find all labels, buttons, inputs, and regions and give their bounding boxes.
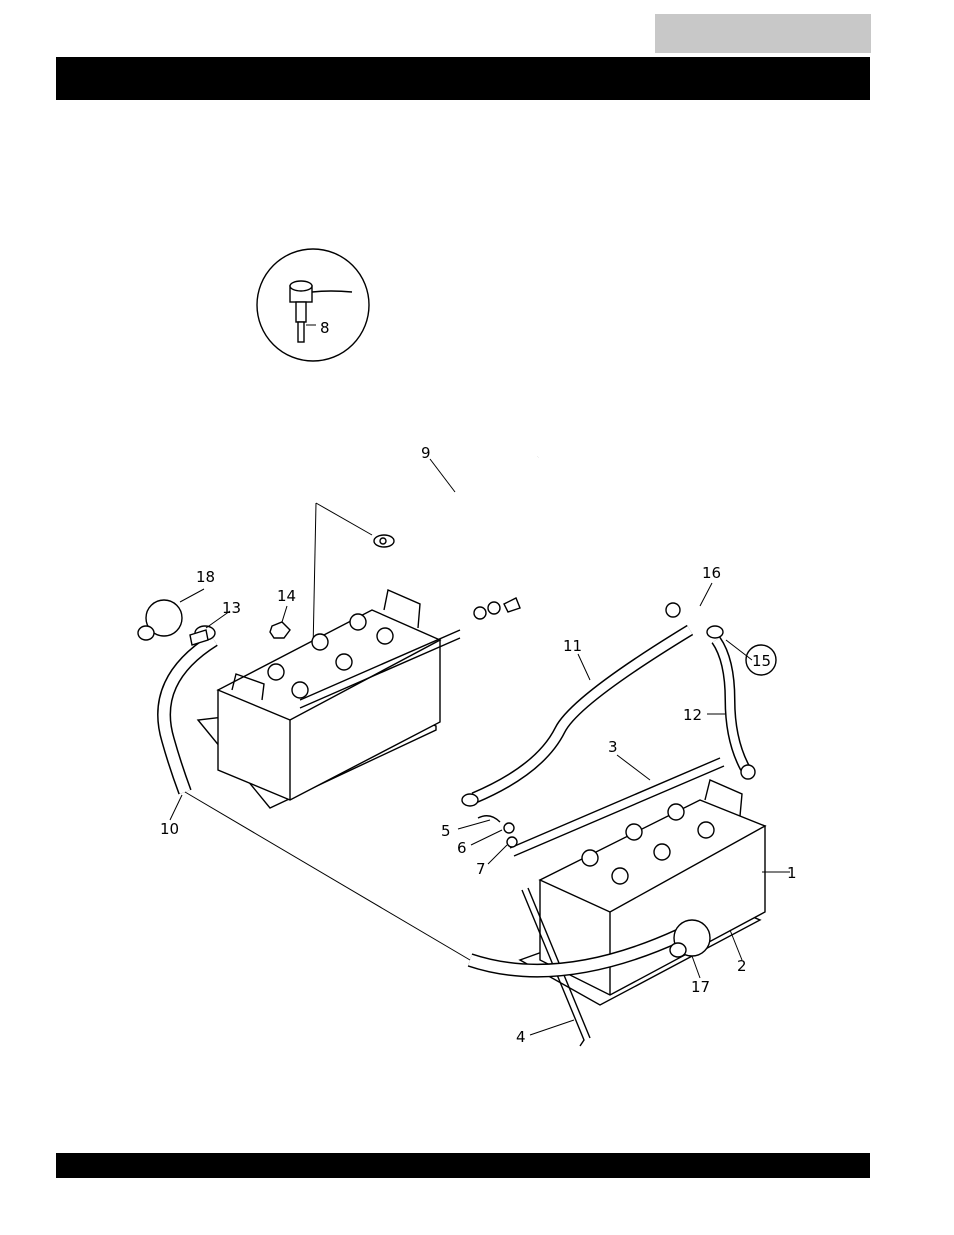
callout-18: 18 [196, 568, 215, 586]
callout-3: 3 [608, 738, 618, 756]
cable-11 [462, 630, 690, 806]
callout-1: 1 [787, 864, 797, 882]
callout-5: 5 [441, 822, 451, 840]
callout-4: 4 [516, 1028, 526, 1046]
callout-13: 13 [222, 599, 241, 617]
callout-9: 9 [421, 444, 431, 462]
callout-15: 15 [752, 652, 771, 670]
callout-8: 8 [320, 319, 330, 337]
callout-7: 7 [476, 860, 486, 878]
callout-17: 17 [691, 978, 710, 996]
callout-16: 16 [702, 564, 721, 582]
detail-inset [257, 249, 369, 361]
callout-12: 12 [683, 706, 702, 724]
cable-12 [707, 626, 755, 779]
callout-6: 6 [457, 839, 467, 857]
left-battery [198, 590, 460, 808]
callout-2: 2 [737, 957, 747, 975]
callout-11: 11 [563, 637, 582, 655]
callout-14: 14 [277, 587, 296, 605]
callout-10: 10 [160, 820, 179, 838]
terminal-cover-18 [138, 600, 182, 640]
